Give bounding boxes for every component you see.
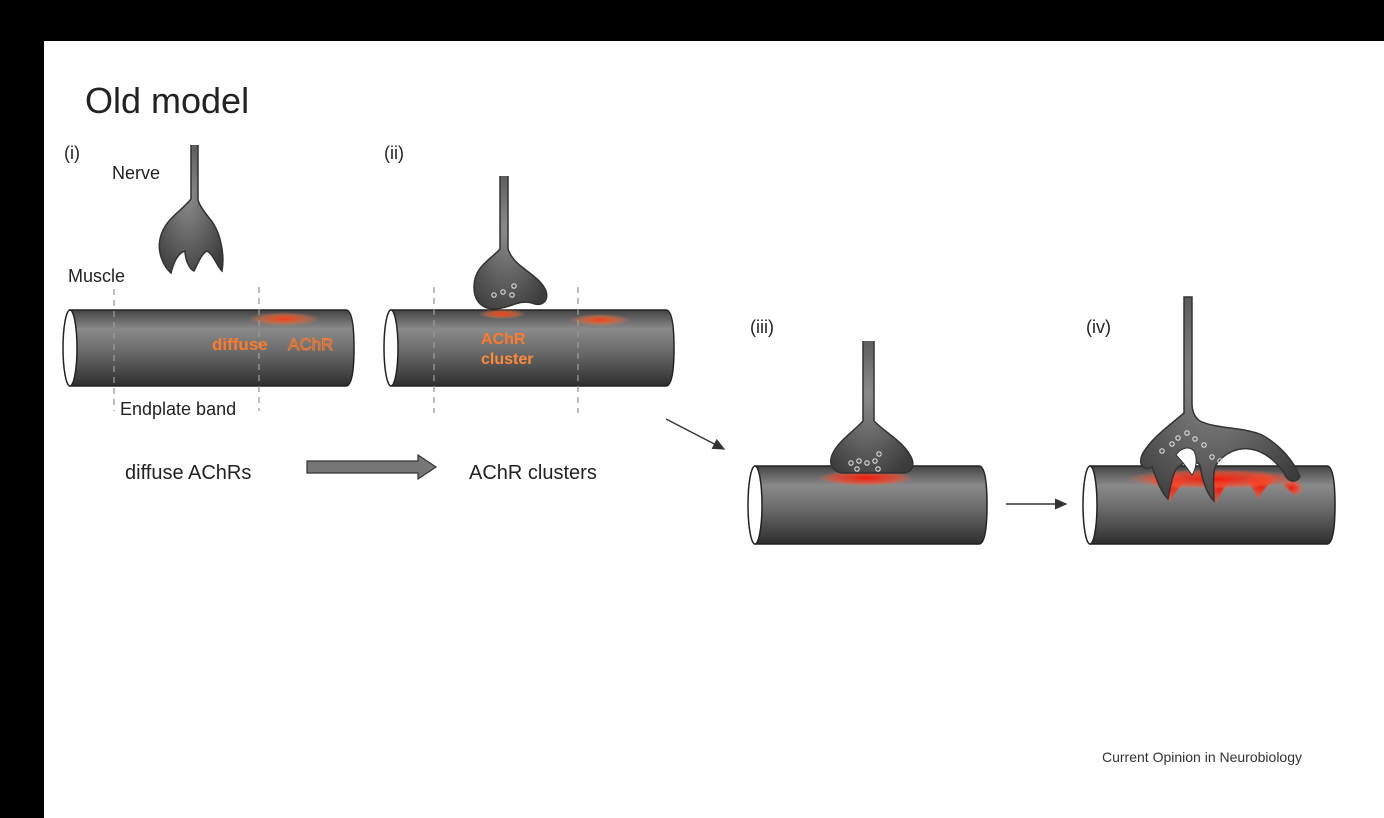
- panel-label-i: (i): [64, 143, 80, 163]
- muscle-fiber-iii: [747, 465, 988, 545]
- nerve-terminal-i: [158, 145, 224, 275]
- diffuse-achrs-label: diffuse AChRs: [125, 462, 251, 484]
- panel-iv: (iv): [1082, 296, 1336, 545]
- panel-ii: (ii) AChR cluster: [383, 143, 675, 413]
- nerve-terminal-iv: [1140, 296, 1301, 503]
- nerve-label: Nerve: [112, 163, 160, 183]
- slide: Old model (i) Nerve Muscle diffuse AChR …: [44, 41, 1384, 818]
- achr-cluster-label-line1: AChR: [481, 331, 526, 348]
- arrow-to-iii: [665, 418, 726, 450]
- nerve-terminal-iii: [830, 341, 914, 474]
- achr-outline-label: AChR: [288, 335, 333, 354]
- achr-cluster-patch-extra: [570, 314, 630, 326]
- achr-cluster-label-line2: cluster: [481, 351, 533, 368]
- achr-clusters-label: AChR clusters: [469, 462, 597, 484]
- muscle-fiber-i: [62, 309, 355, 387]
- transition-arrow: [306, 453, 438, 481]
- page-title: Old model: [85, 80, 249, 121]
- panel-label-ii: (ii): [384, 143, 404, 163]
- muscle-fiber-ii: [383, 309, 675, 387]
- achr-cluster-patch: [478, 309, 526, 319]
- diffuse-label: diffuse: [212, 335, 268, 354]
- diffuse-achr-patch: [248, 312, 320, 326]
- panel-label-iv: (iv): [1086, 317, 1111, 337]
- achr-cluster-iii: [818, 470, 914, 486]
- muscle-label: Muscle: [68, 266, 125, 286]
- panel-i: (i) Nerve Muscle diffuse AChR Endplate b…: [62, 143, 355, 419]
- diagram: Old model (i) Nerve Muscle diffuse AChR …: [62, 80, 1336, 765]
- nerve-terminal-ii: [473, 176, 548, 310]
- credit-label: Current Opinion in Neurobiology: [1102, 749, 1302, 765]
- panel-iii: (iii): [747, 317, 988, 545]
- endplate-band-label: Endplate band: [120, 399, 236, 419]
- panel-label-iii: (iii): [750, 317, 774, 337]
